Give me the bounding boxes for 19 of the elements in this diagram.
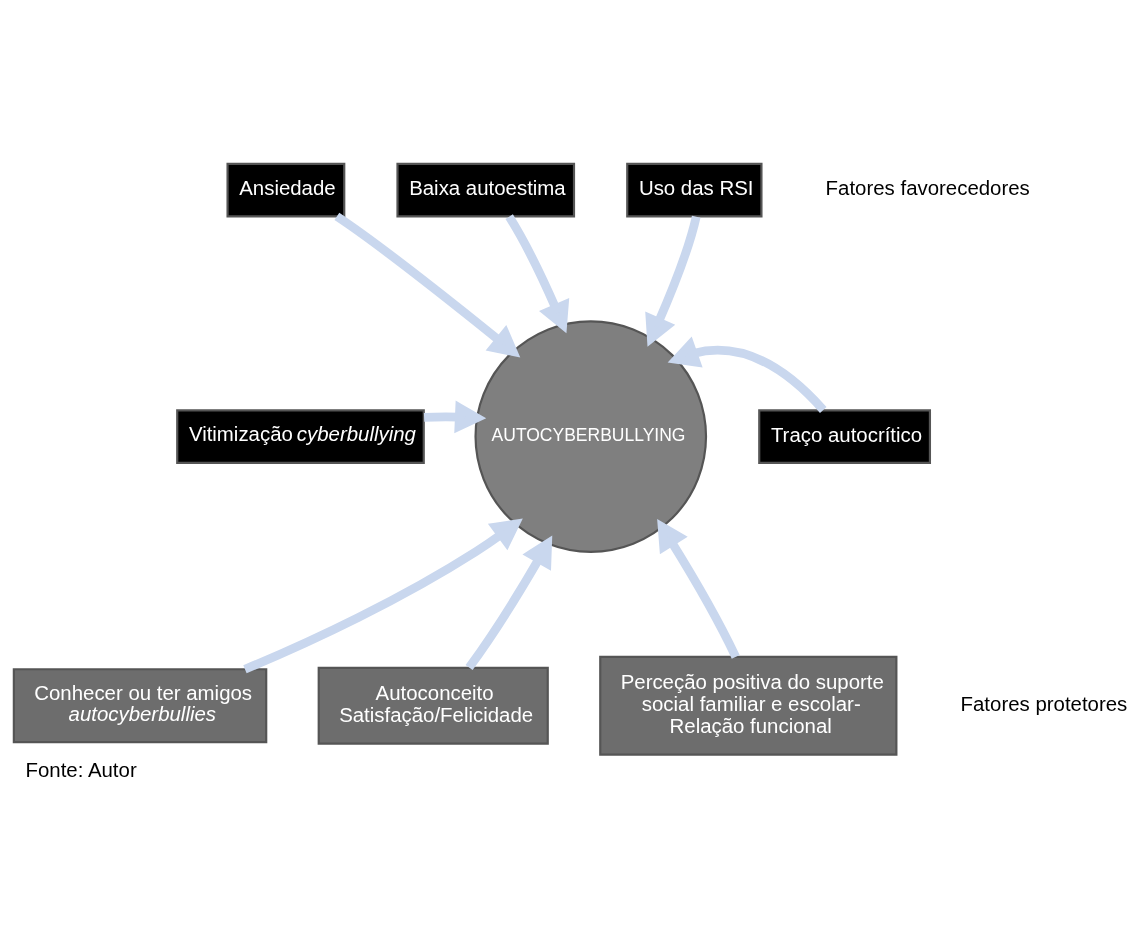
arrow [645, 215, 701, 347]
arrow [243, 518, 523, 674]
node-box: Conhecer ou ter amigos autocyberbullies [12, 668, 268, 744]
node-box: Traço autocrítico [758, 409, 932, 464]
node-box: Vitimização cyberbullying [176, 409, 425, 464]
arrow [334, 212, 521, 358]
arrow [657, 519, 740, 659]
node-box: Perceção positiva do suporte social familiar e escolar- Relação funcional [599, 655, 898, 756]
arrow [465, 535, 553, 671]
arrow [505, 214, 570, 334]
arrow [667, 336, 827, 413]
arrow [423, 400, 487, 434]
node-box: Uso das RSI [626, 162, 763, 218]
label: Fatores protetores [960, 693, 1128, 716]
node-box: Ansiedade [226, 162, 346, 218]
node-box: Autoconceito Satisfação/Felicidade [317, 666, 549, 745]
caption: Fonte: Autor [25, 758, 137, 781]
node-box: Baixa autoestima [396, 162, 576, 218]
label: Fatores favorecedores [825, 177, 1030, 200]
